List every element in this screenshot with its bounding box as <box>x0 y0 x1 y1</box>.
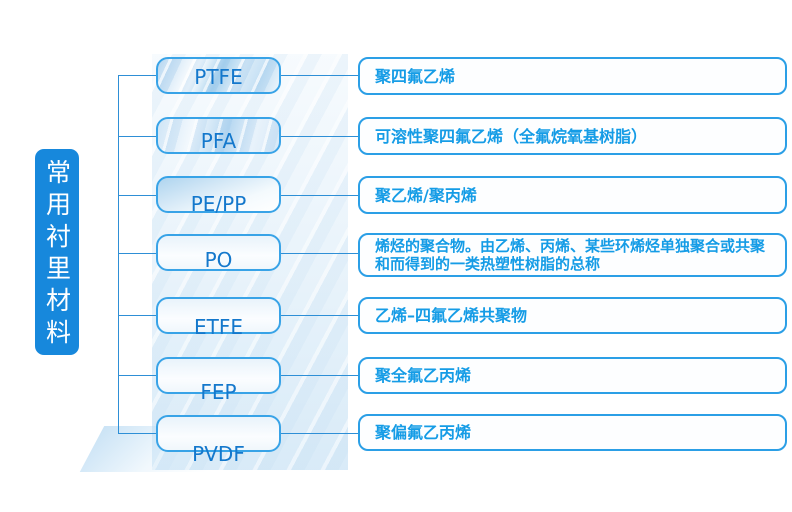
node-abbr-label: PE/PP <box>190 192 247 216</box>
node-pfa: PFA <box>156 117 281 154</box>
branch-line <box>118 75 156 76</box>
branch-line <box>118 136 156 137</box>
node-abbr-label: PFA <box>200 129 237 153</box>
desc-ptfe: 聚四氟乙烯 <box>358 57 787 95</box>
connector-line <box>281 315 358 316</box>
desc-fep: 聚全氟乙丙烯 <box>358 357 787 394</box>
branch-line <box>118 195 156 196</box>
node-abbr-label: PTFE <box>194 65 243 89</box>
node-ptfe: PTFE <box>156 57 281 94</box>
node-fep: FEP <box>156 357 281 403</box>
connector-line <box>281 375 358 376</box>
branch-line <box>118 315 156 316</box>
desc-text: 烯烃的聚合物。由乙烯、丙烯、某些环烯烃单独聚合或共聚和而得到的一类热塑性树脂的总… <box>375 237 766 273</box>
desc-text: 可溶性聚四氟乙烯（全氟烷氧基树脂） <box>375 126 648 146</box>
desc-text: 聚四氟乙烯 <box>375 66 456 86</box>
node-etfe: ETFE <box>156 297 281 338</box>
connector-line <box>281 253 358 254</box>
root-node-label: 常用衬里材料 <box>42 159 72 351</box>
node-abbr-label: PO <box>204 248 233 272</box>
desc-text: 聚乙烯/聚丙烯 <box>375 185 477 205</box>
connector-line <box>281 75 358 76</box>
connector-line <box>281 195 358 196</box>
desc-pvdf: 聚偏氟乙丙烯 <box>358 414 787 451</box>
branch-line <box>118 253 156 254</box>
desc-pfa: 可溶性聚四氟乙烯（全氟烷氧基树脂） <box>358 117 787 155</box>
branch-line <box>118 433 156 434</box>
node-po: PO <box>156 234 281 271</box>
branch-line <box>118 375 156 376</box>
node-abbr-label: ETFE <box>194 315 243 339</box>
desc-text: 聚偏氟乙丙烯 <box>375 423 472 442</box>
node-pvdf: PVDF <box>156 415 281 465</box>
node-abbr-label: PVDF <box>192 442 245 466</box>
node-pepp: PE/PP <box>156 176 281 216</box>
desc-pepp: 聚乙烯/聚丙烯 <box>358 176 787 214</box>
tree-trunk-line <box>118 75 119 434</box>
desc-text: 聚全氟乙丙烯 <box>375 366 472 385</box>
connector-line <box>281 433 358 434</box>
root-node-common-lining-materials: 常用衬里材料 <box>35 149 79 355</box>
node-abbr-label: FEP <box>200 380 237 404</box>
desc-po: 烯烃的聚合物。由乙烯、丙烯、某些环烯烃单独聚合或共聚和而得到的一类热塑性树脂的总… <box>358 233 787 277</box>
connector-line <box>281 136 358 137</box>
desc-etfe: 乙烯–四氟乙烯共聚物 <box>358 297 787 334</box>
desc-text: 乙烯–四氟乙烯共聚物 <box>375 306 528 325</box>
